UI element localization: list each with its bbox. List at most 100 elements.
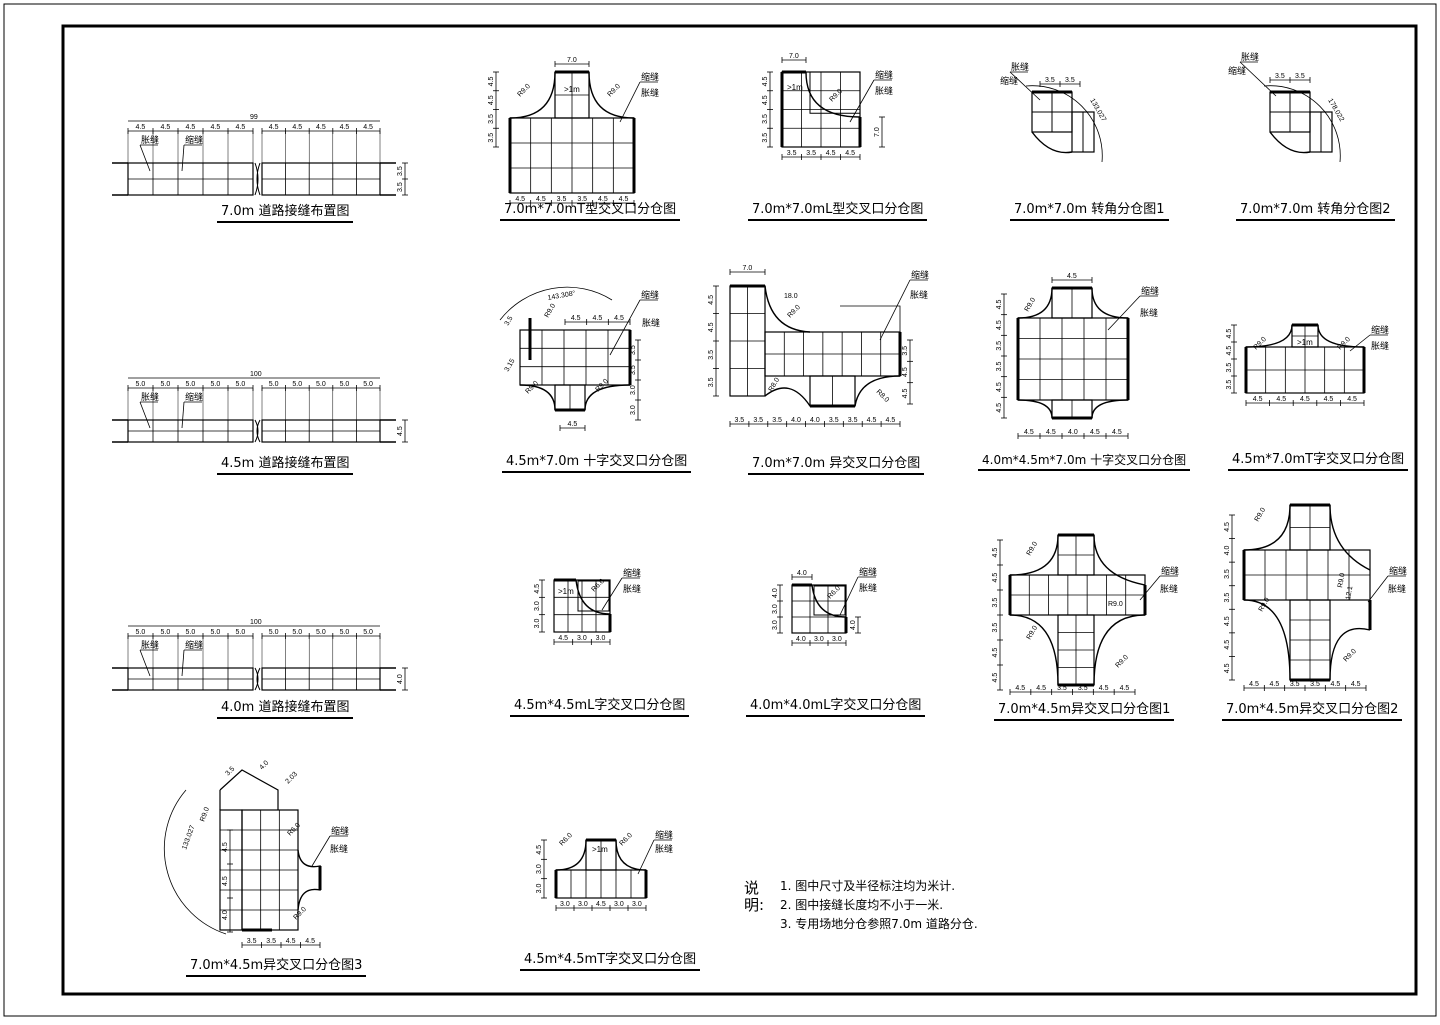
dimension-label: 4.5: [222, 842, 229, 852]
dimension-label: 4.5: [286, 938, 296, 945]
dimension-label: 3.5: [488, 114, 495, 124]
dimension-label: 12.1: [1345, 586, 1354, 601]
drawing-frame: [61, 24, 1418, 996]
dimension-label: 5.0: [211, 629, 221, 636]
arc-length-label: 133.027: [1088, 98, 1107, 124]
leader-line: [879, 279, 911, 341]
dimension-label: 3.0: [596, 635, 606, 642]
caption-l-7x7: 7.0m*7.0mL型交叉口分仓图: [748, 202, 928, 221]
arc-dimension: [499, 286, 613, 321]
dimension-label: 4.5: [292, 124, 302, 131]
slab-grid: [791, 584, 847, 634]
curb-curve: [575, 579, 611, 615]
dimension-label: 3.0: [772, 604, 779, 614]
expansion-label: 胀缝: [1371, 340, 1389, 351]
dimension-label: 4.5: [1099, 685, 1109, 692]
dimension-label: 5.0: [136, 381, 146, 388]
dimension-label: 3.5: [992, 598, 999, 608]
radius-label: R9.0: [516, 83, 531, 98]
dimension-label: 18.0: [784, 293, 798, 300]
dimension-label: 4.5: [1036, 685, 1046, 692]
joint-label: 胀缝: [141, 639, 159, 650]
curb-curve: [1093, 614, 1146, 686]
radius-label: R9.0: [1254, 507, 1268, 523]
dimension-label: 4.5: [1226, 329, 1233, 339]
joint-label: 胀缝: [141, 391, 159, 402]
arc-length-label: 178.022: [1326, 98, 1345, 124]
dimension-label: 4.5: [598, 196, 608, 203]
dimension-label: 4.5: [1112, 429, 1122, 436]
curb-curve: [764, 387, 811, 407]
dimension-label: 4.5: [397, 426, 404, 436]
curb-curve: [1243, 504, 1291, 551]
outer-border: [3, 3, 1437, 1017]
dimension-label: 3.5: [753, 417, 763, 424]
contraction-label: 缩缝: [623, 567, 641, 578]
dimension-label: 4.0: [397, 674, 404, 684]
dimension-label: 4.5: [708, 322, 715, 332]
dimension-label: 4.5: [762, 77, 769, 87]
dimension-label: 5.0: [186, 381, 196, 388]
arc-dimension: [163, 789, 227, 935]
dimension-label: 3.5: [996, 361, 1003, 371]
curb-curve: [584, 384, 631, 411]
curb-curve: [1245, 324, 1293, 348]
radius-label: R9.0: [292, 906, 307, 921]
leader-line: [1367, 575, 1389, 603]
joint-label: 胀缝: [1011, 61, 1029, 72]
leader-line: [1139, 575, 1161, 601]
dimension-label: 5.0: [316, 629, 326, 636]
expansion-label: 胀缝: [1388, 583, 1406, 594]
dimension-label: 3.0: [630, 385, 637, 395]
contraction-label: 缩缝: [641, 71, 659, 82]
curb-curve: [1009, 614, 1059, 686]
dimension-label: 3.0: [614, 901, 624, 908]
dimension-label: 3.5: [577, 196, 587, 203]
dimension-label: 5.0: [269, 629, 279, 636]
dimension-label: 3.5: [1226, 363, 1233, 373]
contraction-label: 缩缝: [1389, 565, 1407, 576]
curb-curve: [1017, 287, 1053, 319]
curb-curve: [509, 71, 556, 119]
expansion-label: 胀缝: [1160, 583, 1178, 594]
dimension-label: 4.5: [340, 124, 350, 131]
dimension-label: 3.5: [488, 133, 495, 143]
curb-curve: [764, 285, 811, 333]
radius-label: R9.0: [786, 304, 801, 319]
joint-label: 缩缝: [185, 391, 203, 402]
curb-curve: [1329, 504, 1371, 571]
dimension-label: 3.5: [1078, 685, 1088, 692]
dimension-label: 3.5: [829, 417, 839, 424]
dimension-label: 2.03: [284, 771, 299, 786]
dimension-label: 4.0: [1224, 546, 1231, 556]
leader-line: [601, 577, 623, 611]
caption-t-45x45: 4.5m*4.5mT字交叉口分仓图: [520, 952, 701, 971]
dimension-label: 5.0: [211, 381, 221, 388]
dimension-label: 3.5: [708, 377, 715, 387]
dimension-label: 4.5: [363, 124, 373, 131]
leader-line: [181, 649, 185, 677]
dimension-label: 4.0: [791, 417, 801, 424]
leader-line: [1009, 71, 1041, 101]
dimension-label: 5.0: [161, 381, 171, 388]
expansion-label: 胀缝: [1140, 307, 1158, 318]
min-joint-label: >1m: [558, 587, 574, 596]
dimension-label: 4.5: [571, 315, 581, 322]
break-symbol: [254, 667, 261, 691]
dimension-label: 4.5: [236, 124, 246, 131]
dimension-label: 4.5: [992, 548, 999, 558]
dimension-label: 4.5: [593, 315, 603, 322]
dimension-label: 3.5: [1057, 685, 1067, 692]
dimension-label: 3.5: [1310, 681, 1320, 688]
dimension-label: 4.5: [762, 95, 769, 105]
dimension-label: 3.5: [708, 350, 715, 360]
curb-curve: [1243, 599, 1291, 681]
radius-label: R6.0: [618, 832, 633, 847]
dimension-label: 4.5: [902, 367, 909, 377]
dimension-label: 3.0: [832, 636, 842, 643]
caption-cross-40x45x70: 4.0m*4.5m*7.0m 十字交叉口分仓图: [978, 452, 1191, 471]
dimension-label: 5.0: [186, 629, 196, 636]
contraction-label: 缩缝: [331, 825, 349, 836]
dimension-label: 4.5: [269, 124, 279, 131]
